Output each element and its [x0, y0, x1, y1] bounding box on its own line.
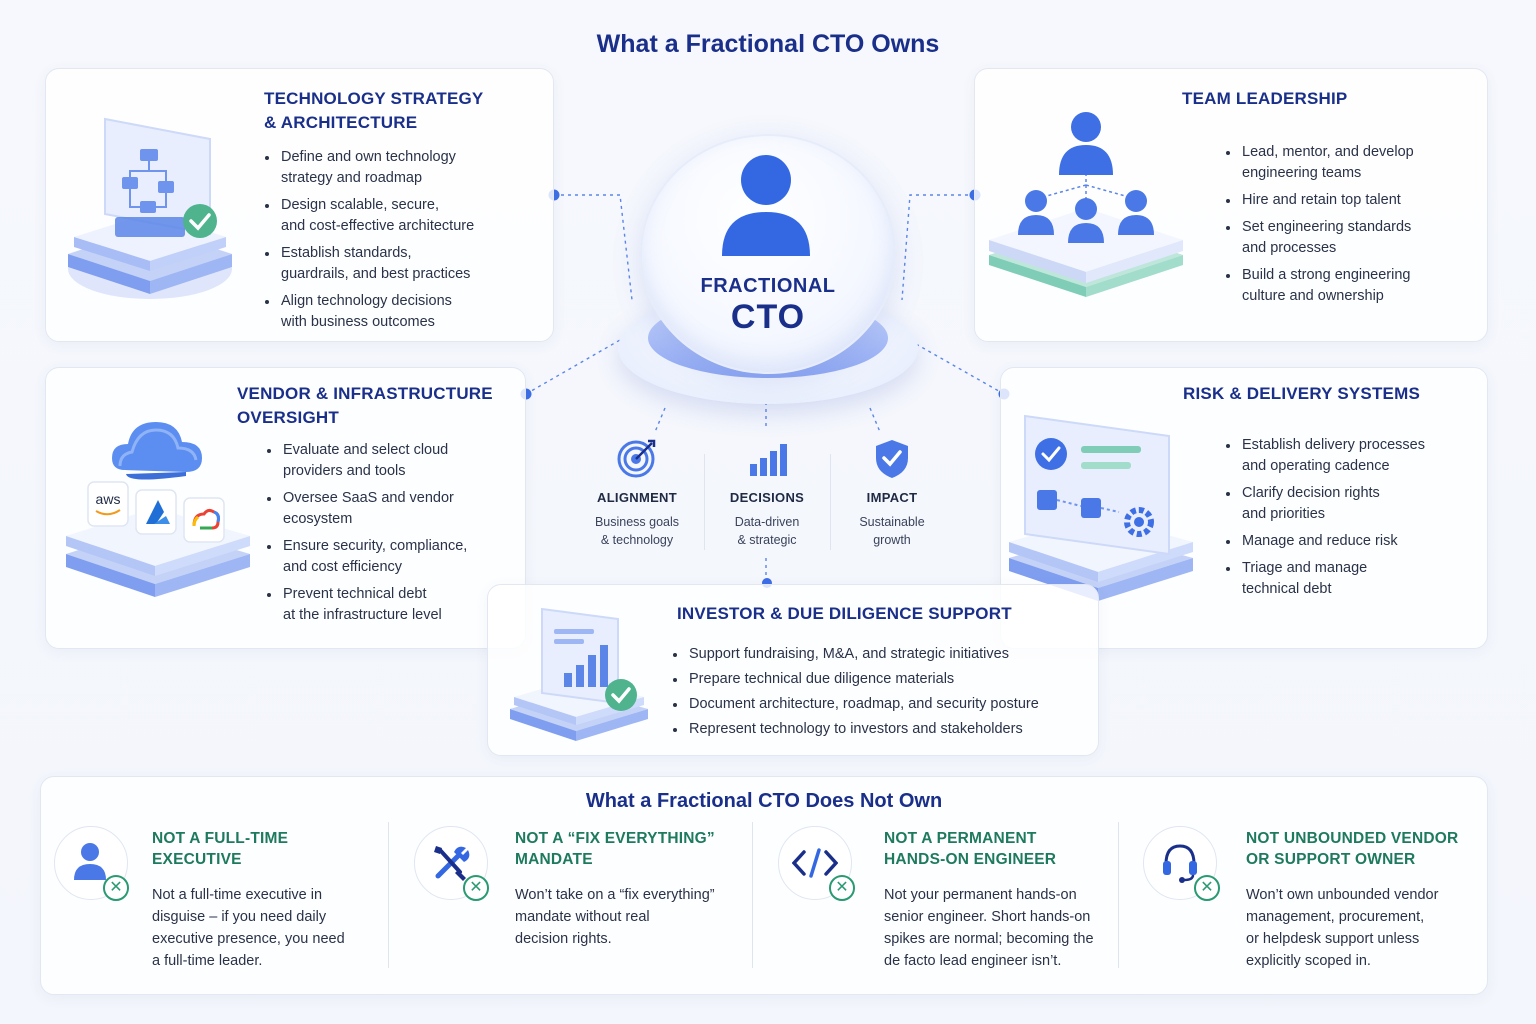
card-technology-strategy: TECHNOLOGY STRATEGY & ARCHITECTURE Defin… — [45, 68, 554, 342]
list-item: Design scalable, secure,and cost-effecti… — [264, 195, 544, 237]
person-icon — [74, 843, 106, 880]
column-divider — [1118, 822, 1119, 968]
bar-chart-icon — [750, 444, 787, 476]
cto-label-fractional: FRACTIONAL — [700, 275, 836, 297]
cloud-vendors-icon: aws — [66, 422, 250, 597]
delivery-workflow-icon — [1009, 414, 1193, 601]
target-icon — [617, 439, 656, 478]
does-not-own-panel — [40, 776, 1488, 995]
card-title: INVESTOR & DUE DILIGENCE SUPPORT — [677, 604, 1012, 623]
architecture-diagram-icon — [68, 117, 232, 299]
shield-check-icon — [876, 440, 908, 478]
pillar-divider — [830, 454, 831, 550]
list-item: Manage and reduce risk — [1225, 531, 1480, 552]
not-item-full-time: NOT A FULL-TIME EXECUTIVE Not a full-tim… — [152, 830, 345, 969]
pillar-divider — [704, 454, 705, 550]
x-icon: ✕ — [463, 875, 489, 901]
list-item: Represent technology to investors and st… — [672, 719, 1092, 740]
list-item: Hire and retain top talent — [1225, 190, 1475, 211]
x-icon: ✕ — [1194, 875, 1220, 901]
headset-icon — [1163, 844, 1197, 883]
card-vendor-infrastructure: aws VENDOR & INFRASTRUCTURE OVERSIGHT Ev… — [45, 367, 526, 649]
cto-person-icon — [722, 155, 810, 256]
x-icon: ✕ — [829, 875, 855, 901]
page-title: What a Fractional CTO Owns — [596, 30, 940, 58]
tools-icon — [434, 846, 470, 881]
card-title: TECHNOLOGY STRATEGY & ARCHITECTURE — [264, 89, 484, 132]
aws-logo: aws — [96, 491, 121, 507]
card-title: RISK & DELIVERY SYSTEMS — [1183, 384, 1420, 403]
list-item: Document architecture, roadmap, and secu… — [672, 694, 1092, 715]
list-item: Establish standards,guardrails, and best… — [264, 243, 544, 285]
card-title: TEAM LEADERSHIP — [1182, 89, 1348, 108]
does-not-own-title: What a Fractional CTO Does Not Own — [585, 790, 943, 812]
pillar-decisions: DECISIONS Data-driven& strategic — [729, 490, 805, 547]
report-chart-icon — [510, 607, 648, 741]
column-divider — [388, 822, 389, 968]
card-team-leadership: TEAM LEADERSHIP Lead, mentor, and develo… — [974, 68, 1488, 342]
cto-label-cto: CTO — [730, 298, 806, 336]
not-item-fix-everything: NOT A “FIX EVERYTHING”MANDATE Won’t take… — [515, 830, 715, 947]
team-hierarchy-icon — [989, 112, 1183, 297]
card-investor-due-diligence: INVESTOR & DUE DILIGENCE SUPPORT Support… — [487, 584, 1099, 756]
column-divider — [752, 822, 753, 968]
card-title: VENDOR & INFRASTRUCTURE OVERSIGHT — [237, 384, 493, 427]
x-icon: ✕ — [103, 875, 129, 901]
investor-list: Support fundraising, M&A, and strategic … — [672, 644, 1092, 744]
list-item: Prepare technical due diligence material… — [672, 669, 1092, 690]
pillar-alignment: ALIGNMENT Business goals& technology — [594, 490, 680, 547]
list-item: Support fundraising, M&A, and strategic … — [672, 644, 1092, 665]
list-item: Ensure security, compliance,and cost eff… — [266, 536, 521, 578]
code-icon — [792, 848, 838, 878]
